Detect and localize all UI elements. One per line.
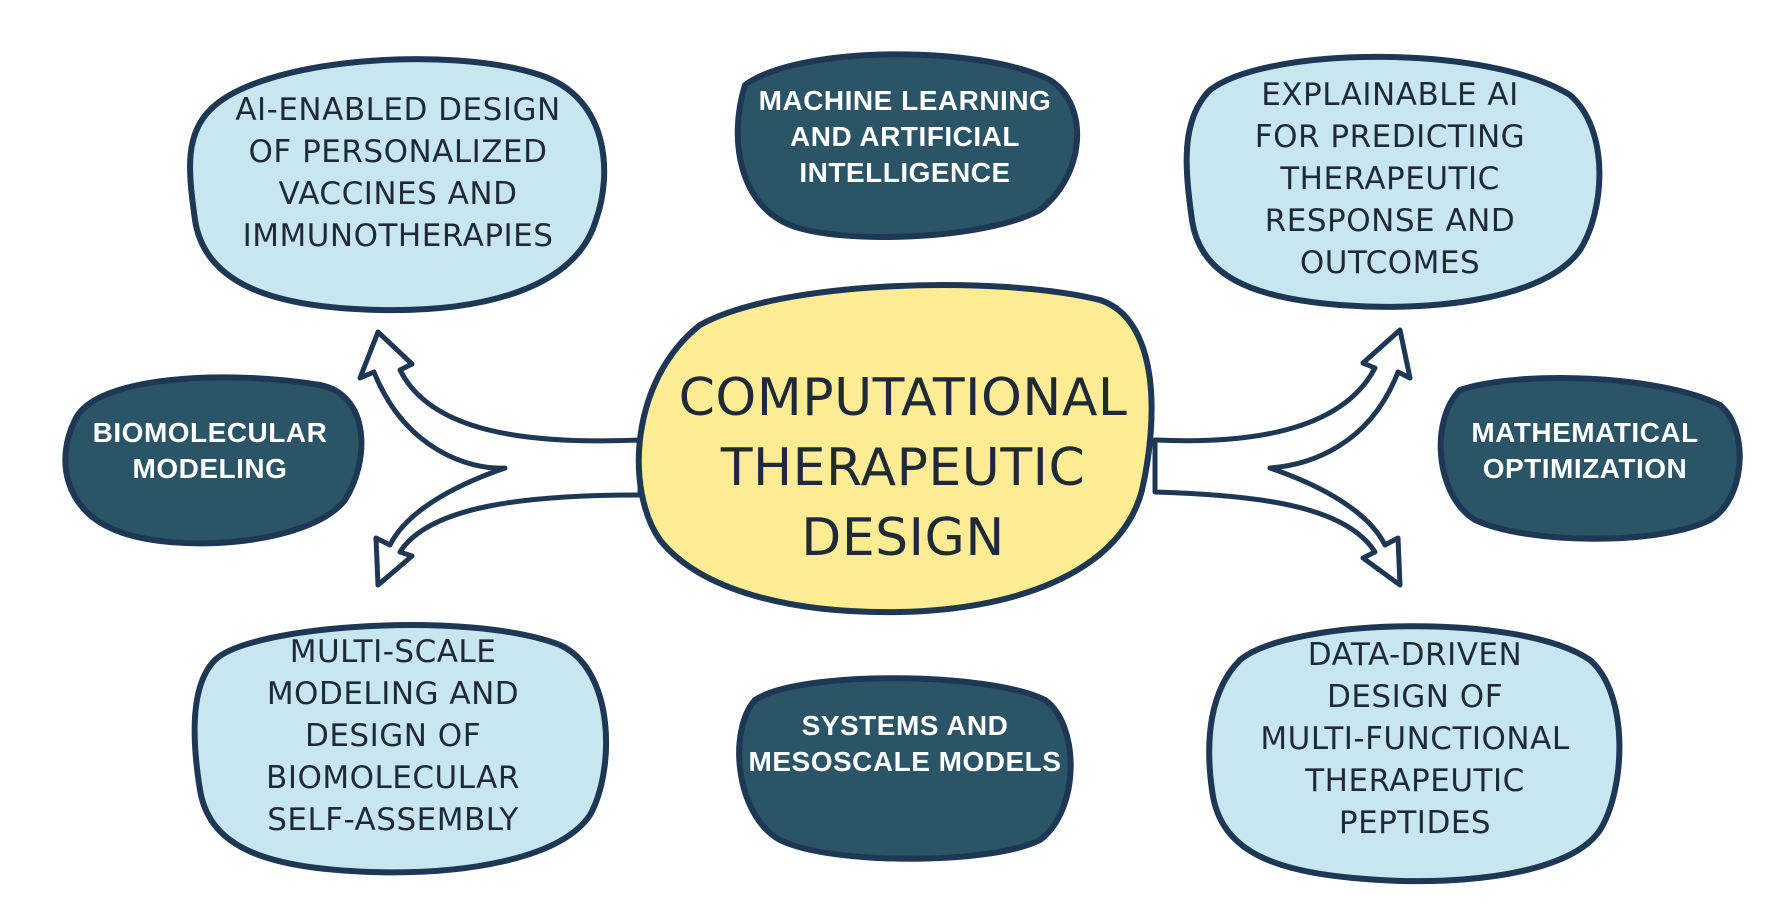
node-top-right-label-line-1: EXPLAINABLE AI: [1261, 77, 1519, 113]
node-top-left-label-line-1: AI-ENABLED DESIGN: [235, 92, 560, 128]
node-bottom-left-label-line-4: BIOMOLECULAR: [266, 760, 520, 796]
arrows: [357, 327, 1413, 588]
node-bottom-left-label: MULTI-SCALE MODELING AND DESIGN OF BIOMOLEC…: [266, 634, 520, 838]
node-middle-left-shape: [62, 374, 365, 547]
node-middle-left-label: BIOMOLECULAR MODELING: [93, 417, 328, 484]
node-middle-left-label-line-1: BIOMOLECULAR: [93, 417, 328, 448]
node-top-left-label: AI-ENABLED DESIGN OF PERSONALIZED VACCINES…: [235, 92, 560, 254]
center-node-label-line-3: DESIGN: [801, 508, 1004, 568]
node-bottom-center-label: SYSTEMS AND MESOSCALE MODELS: [749, 710, 1062, 777]
node-top-left-label-line-4: IMMUNOTHERAPIES: [243, 218, 554, 254]
node-bottom-right-label-line-1: DATA-DRIVEN: [1308, 637, 1522, 673]
node-bottom-left-shape: [191, 622, 610, 876]
node-top-center-label-line-3: INTELLIGENCE: [799, 157, 1010, 188]
node-top-left-shape: [187, 56, 608, 314]
node-bottom-right-label: DATA-DRIVEN DESIGN OF MULTI-FUNCTIONAL THER…: [1260, 637, 1569, 841]
node-bottom-center-shape: [736, 675, 1074, 862]
node-top-center-label-line-1: MACHINE LEARNING: [759, 85, 1052, 116]
arrow-to-top-left: [357, 329, 643, 588]
node-bottom-right-label-line-4: THERAPEUTIC: [1304, 763, 1525, 799]
center-node-shape: [635, 282, 1155, 616]
center-node-label-line-1: COMPUTATIONAL: [679, 368, 1128, 428]
node-middle-left-label-line-2: MODELING: [133, 453, 288, 484]
node-bottom-right-shape: [1206, 623, 1623, 885]
node-top-right-label-line-3: THERAPEUTIC: [1279, 161, 1500, 197]
node-bottom-left-label-line-2: MODELING AND: [267, 676, 519, 712]
node-top-center-label: MACHINE LEARNING AND ARTIFICIAL INTELLIGEN…: [759, 85, 1052, 188]
node-top-right-label-line-4: RESPONSE AND: [1265, 203, 1515, 239]
node-bottom-center-label-line-2: MESOSCALE MODELS: [749, 746, 1062, 777]
node-top-right-label-line-2: FOR PREDICTING: [1255, 119, 1525, 155]
node-top-right-label: EXPLAINABLE AI FOR PREDICTING THERAPEUTIC R…: [1255, 77, 1525, 281]
node-middle-right-label-line-1: MATHEMATICAL: [1471, 417, 1698, 448]
blobs: [62, 51, 1743, 885]
node-bottom-right-label-line-3: MULTI-FUNCTIONAL: [1260, 721, 1569, 757]
node-bottom-right-label-line-2: DESIGN OF: [1327, 679, 1503, 715]
node-top-left-label-line-2: OF PERSONALIZED: [249, 134, 548, 170]
labels: AI-ENABLED DESIGN OF PERSONALIZED VACCINES…: [93, 77, 1699, 841]
center-node-label-line-2: THERAPEUTIC: [720, 438, 1086, 498]
node-top-right-shape: [1183, 53, 1603, 310]
node-bottom-left-label-line-5: SELF-ASSEMBLY: [267, 802, 519, 838]
node-bottom-left-label-line-3: DESIGN OF: [305, 718, 481, 754]
node-top-right-label-line-5: OUTCOMES: [1300, 245, 1480, 281]
node-middle-right-label-line-2: OPTIMIZATION: [1483, 453, 1688, 484]
node-top-center-label-line-2: AND ARTIFICIAL: [790, 121, 1020, 152]
center-node-label: COMPUTATIONAL THERAPEUTIC DESIGN: [679, 368, 1128, 568]
node-middle-right-label: MATHEMATICAL OPTIMIZATION: [1471, 417, 1698, 484]
node-middle-right-shape: [1437, 375, 1743, 542]
node-bottom-left-label-line-1: MULTI-SCALE: [290, 634, 497, 670]
node-top-left-label-line-3: VACCINES AND: [279, 176, 518, 212]
arrow-to-right-nodes: [1152, 327, 1413, 588]
node-top-center-shape: [734, 51, 1081, 240]
node-bottom-right-label-line-5: PEPTIDES: [1339, 805, 1491, 841]
node-bottom-center-label-line-1: SYSTEMS AND: [802, 710, 1009, 741]
